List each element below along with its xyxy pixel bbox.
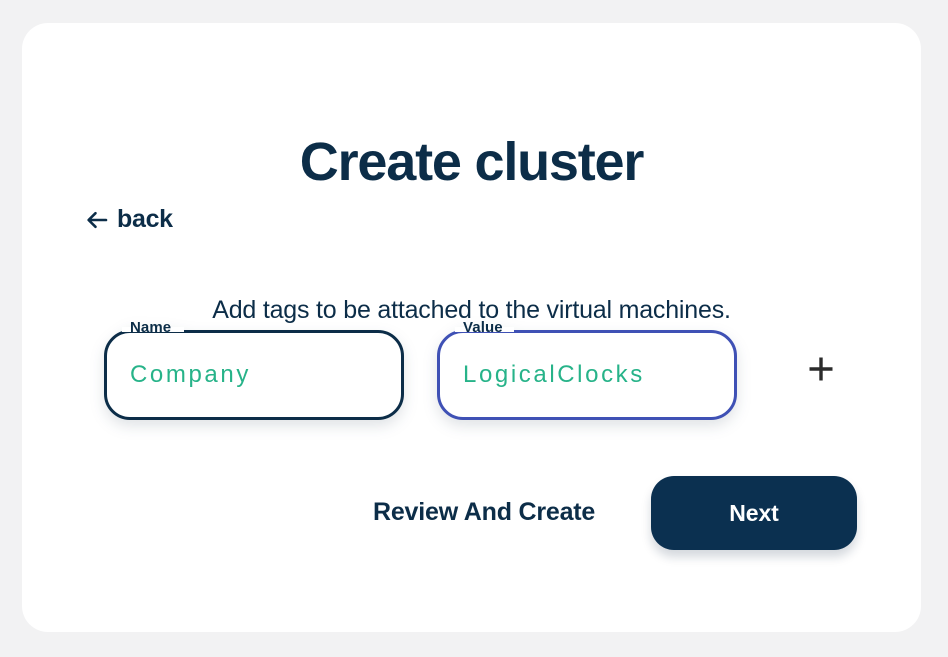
form-actions: Review And Create Next bbox=[22, 476, 921, 556]
next-button[interactable]: Next bbox=[651, 476, 857, 550]
tag-value-label-notch bbox=[455, 327, 514, 332]
instruction-text: Add tags to be attached to the virtual m… bbox=[212, 296, 731, 324]
tag-name-input[interactable] bbox=[128, 330, 382, 420]
back-label: back bbox=[117, 205, 173, 233]
create-cluster-card: Create cluster back Add tags to be attac… bbox=[22, 23, 921, 632]
back-link[interactable]: back bbox=[86, 206, 173, 233]
page-title: Create cluster bbox=[299, 132, 645, 193]
tag-value-input[interactable] bbox=[461, 330, 715, 420]
tag-input-row: Name Value bbox=[104, 307, 864, 427]
tag-name-field[interactable]: Name bbox=[104, 319, 404, 420]
arrow-left-icon bbox=[86, 209, 108, 231]
tag-name-label-notch bbox=[122, 327, 184, 332]
add-tag-button[interactable] bbox=[803, 351, 839, 387]
plus-icon bbox=[806, 354, 836, 384]
tag-name-label: Name bbox=[130, 319, 172, 336]
tag-value-label: Value bbox=[463, 319, 503, 336]
tag-value-field[interactable]: Value bbox=[437, 319, 737, 420]
review-and-create-button[interactable]: Review And Create bbox=[373, 498, 596, 526]
